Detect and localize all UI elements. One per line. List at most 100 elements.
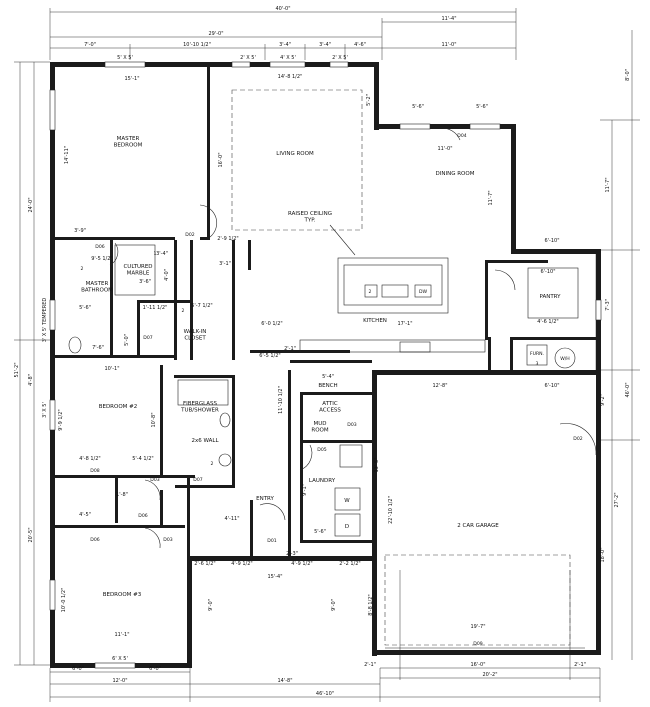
raised-ceiling-outline xyxy=(231,89,363,231)
svg-text:10'-1": 10'-1" xyxy=(104,366,119,372)
svg-text:40'-0": 40'-0" xyxy=(275,6,290,12)
svg-text:10'-10 1/2": 10'-10 1/2" xyxy=(183,42,211,48)
tag-d03-bed2: D03 xyxy=(150,477,159,483)
label-bedroom-3: BEDROOM #3 xyxy=(103,592,142,598)
svg-text:20'-5": 20'-5" xyxy=(28,527,34,542)
svg-text:4'-0": 4'-0" xyxy=(164,269,170,281)
svg-text:16'-0": 16'-0" xyxy=(470,662,485,668)
svg-text:9'-1": 9'-1" xyxy=(302,484,308,496)
label-living-room: LIVING ROOM xyxy=(276,151,314,157)
svg-text:3' X 5' TEMPERED: 3' X 5' TEMPERED xyxy=(42,298,48,343)
garage-car-outline xyxy=(384,554,571,646)
tag-2-bath: 2 xyxy=(81,266,84,272)
svg-text:2'-1": 2'-1" xyxy=(364,662,376,668)
svg-text:5'-6": 5'-6" xyxy=(314,529,326,535)
svg-text:9'-0": 9'-0" xyxy=(331,599,337,611)
svg-text:19'-7": 19'-7" xyxy=(470,624,485,630)
label-laundry: LAUNDRY xyxy=(309,478,336,484)
svg-text:5'-4 1/2": 5'-4 1/2" xyxy=(132,456,153,462)
svg-text:5'-7 1/2": 5'-7 1/2" xyxy=(191,303,212,309)
exterior-walls xyxy=(50,62,601,668)
hall-sink xyxy=(218,453,232,467)
svg-text:7'-6": 7'-6" xyxy=(92,345,104,351)
svg-text:12'-8": 12'-8" xyxy=(432,383,447,389)
range xyxy=(399,341,431,353)
svg-text:4'-9 1/2": 4'-9 1/2" xyxy=(231,561,252,567)
tag-3: 3 xyxy=(536,361,539,367)
svg-text:6'-5 1/2": 6'-5 1/2" xyxy=(259,353,280,359)
svg-text:14'-8": 14'-8" xyxy=(277,678,292,684)
svg-text:10'-0 1/2": 10'-0 1/2" xyxy=(61,588,67,613)
leader-line xyxy=(329,224,356,256)
svg-text:29'-0": 29'-0" xyxy=(208,31,223,37)
svg-text:4'-9 1/2": 4'-9 1/2" xyxy=(291,561,312,567)
svg-text:11'-10 1/2": 11'-10 1/2" xyxy=(278,386,284,414)
svg-text:9'-5 1/2": 9'-5 1/2" xyxy=(91,256,112,262)
tag-d08: D08 xyxy=(90,468,99,474)
tag-d09: D09 xyxy=(473,641,482,647)
label-entry: ENTRY xyxy=(256,496,274,502)
top-dimension-lines xyxy=(49,8,517,60)
svg-text:51'-2": 51'-2" xyxy=(14,362,20,377)
svg-text:15'-1": 15'-1" xyxy=(124,76,139,82)
tag-d04: D04 xyxy=(457,133,466,139)
label-furn: FURN. xyxy=(530,351,544,357)
svg-text:6'-0": 6'-0" xyxy=(72,666,84,672)
svg-text:27'-2": 27'-2" xyxy=(614,492,620,507)
svg-text:6'-10": 6'-10" xyxy=(544,383,559,389)
svg-text:9'-2": 9'-2" xyxy=(600,394,606,406)
svg-text:5'-6": 5'-6" xyxy=(476,104,488,110)
dimension-labels: 40'-0" 29'-0" 11'-4" 11'-0" 7'-0" 10'-10… xyxy=(14,6,631,697)
svg-text:4'-6": 4'-6" xyxy=(354,42,366,48)
svg-text:15'-4": 15'-4" xyxy=(267,574,282,580)
svg-text:11'-0": 11'-0" xyxy=(437,146,452,152)
svg-text:3'-9": 3'-9" xyxy=(74,228,86,234)
svg-text:22'-10 1/2": 22'-10 1/2" xyxy=(388,496,394,524)
master-tub xyxy=(114,244,156,296)
label-2x6-wall: 2x6 WALL xyxy=(191,438,219,444)
svg-text:2'-2 1/2": 2'-2 1/2" xyxy=(339,561,360,567)
svg-text:18'-0": 18'-0" xyxy=(600,547,606,562)
svg-text:4' X 5': 4' X 5' xyxy=(280,55,296,61)
svg-text:46'-10": 46'-10" xyxy=(316,691,334,697)
label-dryer: D xyxy=(345,524,349,530)
right-dimension-lines xyxy=(595,30,640,660)
tag-2-closet: 2 xyxy=(182,308,185,314)
svg-text:9'-9 1/2": 9'-9 1/2" xyxy=(58,409,64,430)
svg-text:3'-1": 3'-1" xyxy=(219,261,231,267)
label-bench: BENCH xyxy=(318,383,337,389)
svg-text:9'-0": 9'-0" xyxy=(208,599,214,611)
label-bedroom-2: BEDROOM #2 xyxy=(99,404,138,410)
svg-text:2'-1": 2'-1" xyxy=(284,346,296,352)
water-heater xyxy=(554,347,576,369)
label-washer: W xyxy=(344,498,350,504)
svg-text:11'-4": 11'-4" xyxy=(441,16,456,22)
label-dining-room: DINING ROOM xyxy=(436,171,475,177)
svg-text:3' X 5': 3' X 5' xyxy=(42,402,48,418)
label-wh: W/H xyxy=(560,356,570,362)
tag-d06-hall: D06 xyxy=(138,513,147,519)
dryer xyxy=(334,513,361,537)
svg-text:46'-0": 46'-0" xyxy=(625,382,631,397)
svg-text:11'-7": 11'-7" xyxy=(488,190,494,205)
pantry-shelving xyxy=(527,267,579,319)
label-dw: DW xyxy=(419,289,428,295)
kitchen-counter xyxy=(299,339,486,353)
svg-text:2'-3": 2'-3" xyxy=(286,551,298,557)
svg-text:2' X 5': 2' X 5' xyxy=(240,55,256,61)
bottom-dimension-lines xyxy=(49,570,601,702)
svg-text:6'-10": 6'-10" xyxy=(544,238,559,244)
tag-d07-a: D07 xyxy=(143,335,152,341)
kitchen-island xyxy=(337,257,449,314)
furnace xyxy=(526,344,548,366)
svg-text:1'-11 1/2": 1'-11 1/2" xyxy=(143,305,168,311)
svg-text:11'-7": 11'-7" xyxy=(605,177,611,192)
